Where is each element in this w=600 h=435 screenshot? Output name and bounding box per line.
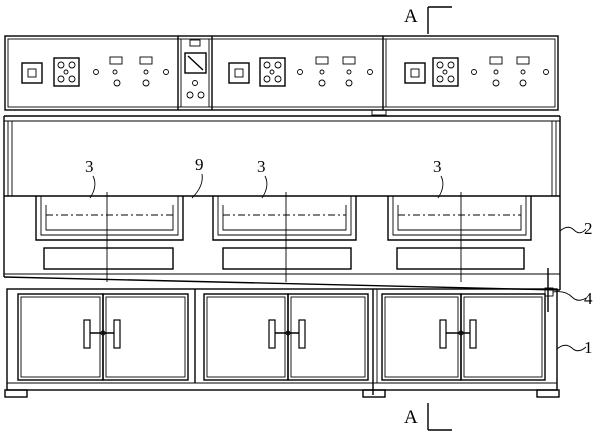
- callout-tank-middle: 3: [257, 157, 268, 199]
- control-panel-center-strip: [184, 39, 207, 99]
- callout-middle-body: 2: [559, 219, 593, 238]
- middle-body-frame: [3, 115, 561, 291]
- section-mark-top: A: [404, 6, 452, 34]
- section-mark-bottom: A: [404, 403, 452, 431]
- cabinet-doors-right: [381, 293, 546, 381]
- label-tank-middle: 3: [257, 157, 266, 176]
- section-mark-top-label: A: [404, 6, 418, 27]
- control-panel-left: [21, 56, 169, 87]
- tank-left: [35, 192, 184, 282]
- cabinet-doors-left: [17, 293, 189, 381]
- callout-tank-right: 3: [433, 157, 444, 199]
- label-base-cabinet: 1: [584, 338, 593, 357]
- base-cabinet: [4, 268, 560, 398]
- tank-right: [387, 192, 532, 282]
- label-tank-right: 3: [433, 157, 442, 176]
- callout-base-cabinet: 1: [556, 338, 593, 357]
- label-partition: 9: [195, 155, 204, 174]
- label-top-frame: 4: [584, 289, 593, 308]
- callout-top-frame: 4: [552, 289, 593, 308]
- control-panel-row: [4, 35, 559, 116]
- section-mark-bottom-label: A: [404, 407, 418, 428]
- control-panel-middle: [228, 56, 373, 87]
- cabinet-doors-middle: [203, 293, 369, 381]
- callout-tank-left: 3: [85, 157, 96, 199]
- label-tank-left: 3: [85, 157, 94, 176]
- label-middle-body: 2: [584, 219, 593, 238]
- control-panel-right: [404, 56, 549, 87]
- callout-partition: 9: [191, 155, 204, 199]
- tank-middle: [212, 192, 357, 282]
